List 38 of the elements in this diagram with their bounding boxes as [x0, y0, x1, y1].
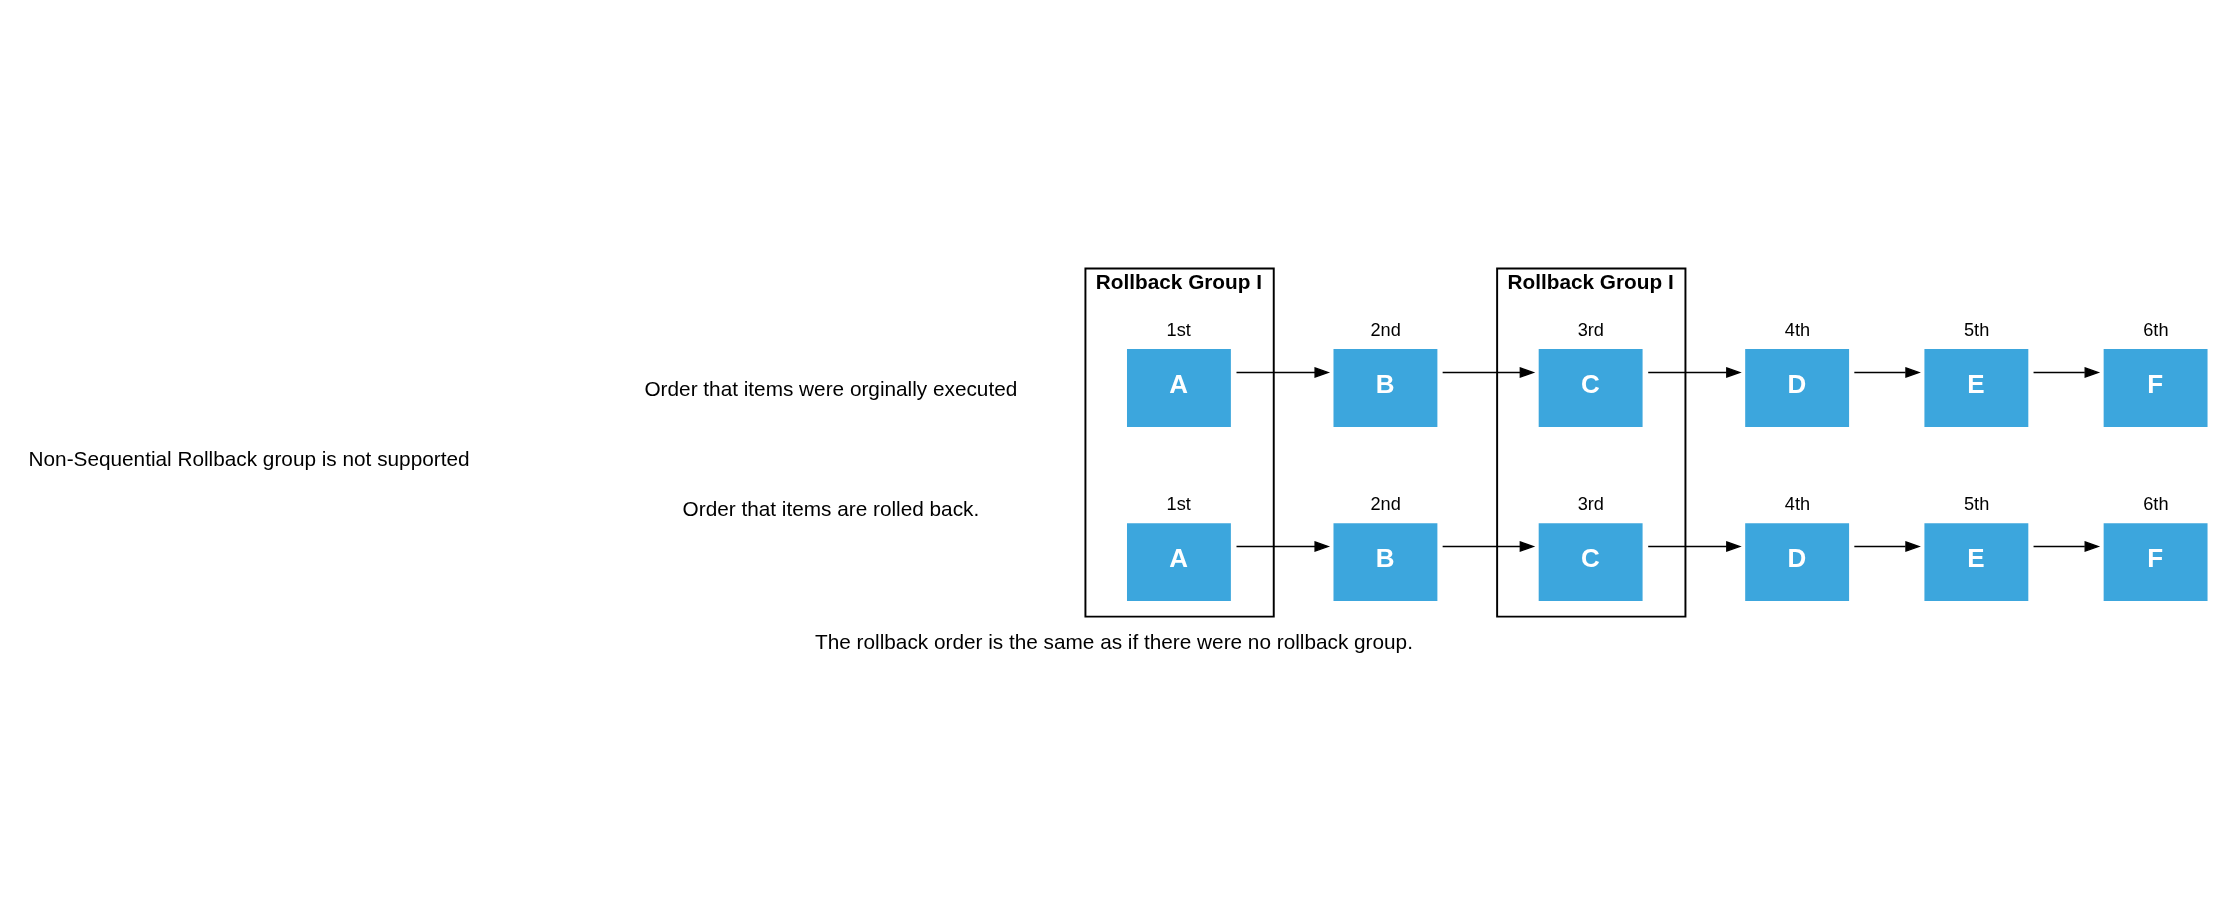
label: Order that items were orginally executed — [644, 376, 1018, 400]
node-box: D — [1745, 522, 1850, 601]
node-box: F — [2103, 348, 2208, 427]
node-label: 6th — [2143, 493, 2169, 514]
label: Order that items are rolled back. — [682, 496, 980, 520]
node-label: 3rd — [1577, 319, 1604, 340]
node-box: B — [1333, 522, 1438, 601]
node-label: 1st — [1166, 319, 1191, 340]
node-label: 4th — [1784, 493, 1811, 514]
node-box: C — [1538, 348, 1643, 427]
node-box: E — [1924, 522, 2029, 601]
node-box: A — [1127, 522, 1231, 601]
caption: The rollback order is the same as if there were no rollback group. — [815, 629, 1413, 653]
node-box: A — [1127, 348, 1231, 427]
arrow — [2032, 540, 2101, 552]
node-box: E — [1924, 348, 2029, 427]
node-label: 4th — [1784, 319, 1811, 340]
node-label: 3rd — [1577, 493, 1604, 514]
node-label: 2nd — [1370, 319, 1401, 340]
node-label: 1st — [1166, 493, 1191, 514]
node-box: F — [2103, 522, 2208, 601]
arrow — [1853, 540, 1921, 552]
arrow — [1853, 366, 1921, 378]
node-box: C — [1538, 522, 1643, 601]
arrow — [1442, 366, 1536, 378]
node-label: 5th — [1964, 493, 1990, 514]
node-label: 6th — [2143, 319, 2169, 340]
arrow — [1235, 366, 1331, 378]
label: Non-Sequential Rollback group is not supported — [28, 446, 470, 470]
arrow — [1235, 540, 1331, 552]
arrow — [2032, 366, 2101, 378]
node-box: D — [1745, 348, 1850, 427]
node-label: 2nd — [1370, 493, 1401, 514]
arrow — [1442, 540, 1536, 552]
arrow — [1647, 366, 1742, 378]
arrow — [1647, 540, 1742, 552]
node-box: B — [1333, 348, 1438, 427]
node-label: 5th — [1964, 319, 1990, 340]
